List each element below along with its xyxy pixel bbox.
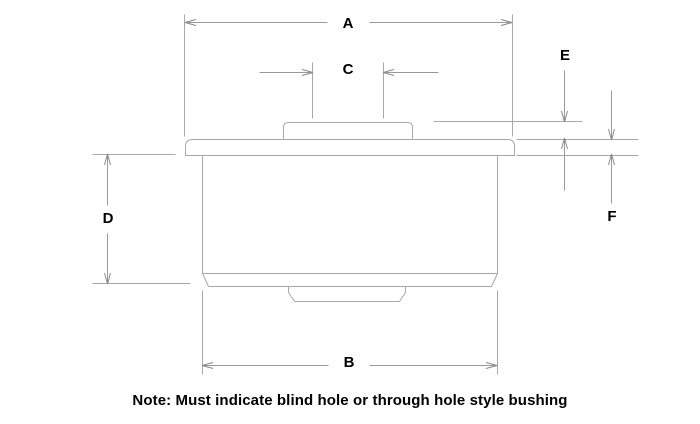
- dimension-a: [184, 19, 513, 26]
- dimension-label-d: D: [102, 210, 114, 227]
- arrowhead-a-left: [184, 19, 197, 26]
- dimension-e: [561, 70, 568, 191]
- drawing-note: Note: Must indicate blind hole or throug…: [132, 392, 568, 409]
- arrowhead-b-left: [201, 362, 214, 369]
- flange-outline: [185, 139, 515, 156]
- dimension-label-b: B: [343, 354, 355, 371]
- dimension-label-e: E: [559, 47, 570, 64]
- arrowhead-f-top: [608, 128, 615, 141]
- dimension-c: [259, 69, 439, 76]
- extension-lines: [92, 14, 639, 375]
- arrowhead-c-left: [301, 69, 314, 76]
- arrowhead-a-right: [500, 19, 513, 26]
- arrowhead-d-bottom: [104, 272, 111, 285]
- dimension-d: [104, 153, 111, 285]
- lower-boss-left-chamfer: [288, 292, 295, 302]
- arrowhead-b-right: [485, 362, 498, 369]
- arrowhead-e-top: [561, 110, 568, 123]
- part-geometry: [185, 122, 515, 302]
- dimension-f: [608, 90, 615, 204]
- bottom-skirt-left-chamfer: [202, 273, 209, 287]
- arrowhead-d-top: [104, 153, 111, 166]
- top-boss-outline: [283, 122, 413, 140]
- arrowhead-f-bottom: [608, 153, 615, 166]
- bottom-skirt-right-chamfer: [491, 273, 498, 287]
- dimension-label-f: F: [607, 208, 617, 225]
- dimension-label-a: A: [342, 15, 354, 32]
- arrowhead-c-right: [382, 69, 395, 76]
- dimension-b: [201, 362, 498, 369]
- arrowhead-e-bottom: [561, 137, 568, 150]
- dimension-label-c: C: [342, 61, 354, 78]
- lower-boss-right-chamfer: [399, 292, 406, 302]
